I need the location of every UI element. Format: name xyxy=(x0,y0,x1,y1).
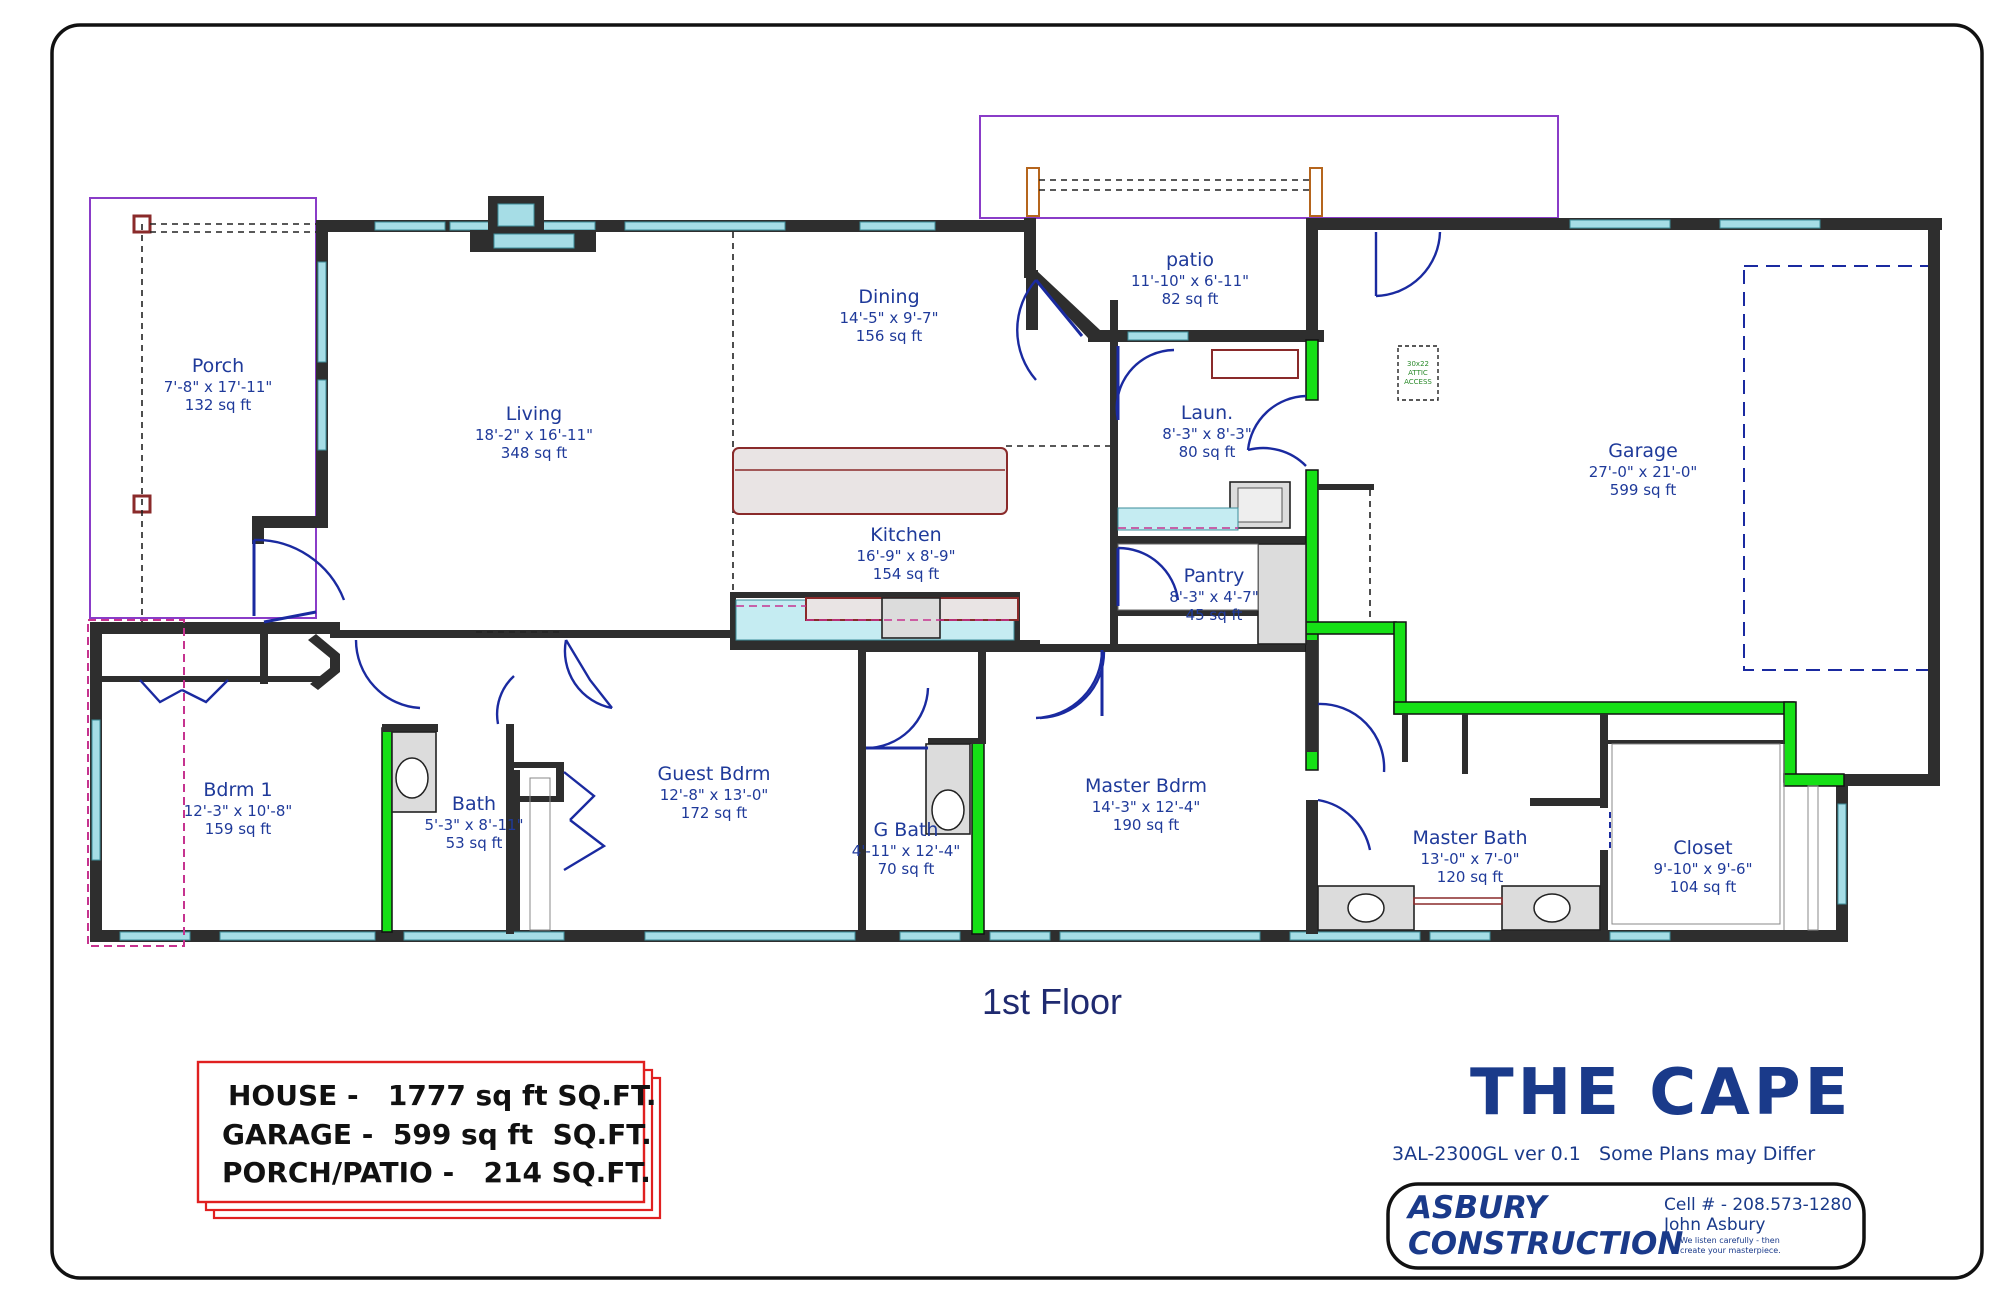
svg-text:156 sq ft: 156 sq ft xyxy=(856,327,923,345)
plan-title: THE CAPE xyxy=(1470,1056,1852,1130)
svg-text:190 sq ft: 190 sq ft xyxy=(1113,816,1180,834)
svg-text:5'-3" x 8'-11": 5'-3" x 8'-11" xyxy=(424,816,523,834)
attic-label-1: 30x22 xyxy=(1407,360,1429,368)
title-block: THE CAPE 3AL-2300GL ver 0.1 Some Plans m… xyxy=(1386,1056,1866,1270)
room-garage: Garage 27'-0" x 21'-0" 599 sq ft xyxy=(1589,440,1698,499)
svg-text:132 sq ft: 132 sq ft xyxy=(185,396,252,414)
svg-text:G Bath: G Bath xyxy=(874,819,939,841)
svg-text:Bdrm 1: Bdrm 1 xyxy=(203,779,272,801)
sqft-porch-patio: PORCH/PATIO - 214 SQ.FT. xyxy=(222,1156,651,1189)
svg-text:104 sq ft: 104 sq ft xyxy=(1670,878,1737,896)
company-contact-name: John Asbury xyxy=(1663,1215,1765,1235)
room-living: Living 18'-2" x 16'-11" 348 sq ft xyxy=(475,403,593,462)
svg-text:14'-3" x 12'-4": 14'-3" x 12'-4" xyxy=(1092,798,1201,816)
attic-access: 30x22 ATTIC ACCESS xyxy=(1397,345,1439,401)
svg-text:8'-3" x 4'-7": 8'-3" x 4'-7" xyxy=(1169,588,1258,606)
svg-text:Porch: Porch xyxy=(192,355,244,377)
room-pantry: Pantry 8'-3" x 4'-7" 45 sq ft xyxy=(1169,565,1258,624)
svg-text:159 sq ft: 159 sq ft xyxy=(205,820,272,838)
svg-text:Pantry: Pantry xyxy=(1184,565,1245,587)
company-name-line1: ASBURY xyxy=(1405,1190,1550,1226)
svg-text:80 sq ft: 80 sq ft xyxy=(1179,443,1236,461)
porch-posts xyxy=(132,214,316,622)
exterior-walls xyxy=(90,196,1942,942)
closet-rods xyxy=(529,743,1819,931)
room-master-bath: Master Bath 13'-0" x 7'-0" 120 sq ft xyxy=(1412,827,1527,886)
attic-label-3: ACCESS xyxy=(1404,378,1432,386)
svg-text:120 sq ft: 120 sq ft xyxy=(1437,868,1504,886)
plan-subtitle: 3AL-2300GL ver 0.1 Some Plans may Differ xyxy=(1392,1143,1815,1165)
svg-text:8'-3" x 8'-3": 8'-3" x 8'-3" xyxy=(1162,425,1251,443)
svg-text:Garage: Garage xyxy=(1608,440,1678,462)
kitchen-cabinets xyxy=(730,447,1020,648)
room-laundry: Laun. 8'-3" x 8'-3" 80 sq ft xyxy=(1162,402,1251,461)
svg-text:82 sq ft: 82 sq ft xyxy=(1162,290,1219,308)
svg-text:12'-3" x 10'-8": 12'-3" x 10'-8" xyxy=(184,802,293,820)
svg-text:Guest Bdrm: Guest Bdrm xyxy=(658,763,771,785)
doors xyxy=(139,231,1442,872)
bath-fixtures xyxy=(391,731,1611,931)
laundry-appliances xyxy=(1117,349,1307,645)
room-porch: Porch 7'-8" x 17'-11" 132 sq ft xyxy=(164,355,273,414)
svg-text:Laun.: Laun. xyxy=(1181,402,1233,424)
svg-text:Living: Living xyxy=(506,403,563,425)
svg-text:599 sq ft: 599 sq ft xyxy=(1610,481,1677,499)
room-labels: Porch 7'-8" x 17'-11" 132 sq ft Living 1… xyxy=(164,249,1753,896)
room-closet: Closet 9'-10" x 9'-6" 104 sq ft xyxy=(1653,837,1752,896)
room-guest-bdrm: Guest Bdrm 12'-8" x 13'-0" 172 sq ft xyxy=(658,763,771,822)
room-patio: patio 11'-10" x 6'-11" 82 sq ft xyxy=(1131,249,1249,308)
room-bath: Bath 5'-3" x 8'-11" 53 sq ft xyxy=(424,793,523,852)
svg-text:53 sq ft: 53 sq ft xyxy=(446,834,503,852)
svg-text:27'-0" x 21'-0": 27'-0" x 21'-0" xyxy=(1589,463,1698,481)
company-badge xyxy=(1386,1182,1866,1270)
room-dining: Dining 14'-5" x 9'-7" 156 sq ft xyxy=(839,286,938,345)
bdrm1-outline xyxy=(87,619,185,947)
room-kitchen: Kitchen 16'-9" x 8'-9" 154 sq ft xyxy=(856,524,955,583)
svg-text:Closet: Closet xyxy=(1673,837,1732,859)
sqft-house: HOUSE - 1777 sq ft SQ.FT. xyxy=(228,1079,657,1112)
company-tagline-1: We listen carefully - then xyxy=(1680,1236,1780,1245)
room-master-bdrm: Master Bdrm 14'-3" x 12'-4" 190 sq ft xyxy=(1085,775,1207,834)
patio-canopy-outline xyxy=(979,115,1559,219)
svg-text:172 sq ft: 172 sq ft xyxy=(681,804,748,822)
svg-text:4'-11" x 12'-4": 4'-11" x 12'-4" xyxy=(852,842,961,860)
svg-text:11'-10" x 6'-11": 11'-10" x 6'-11" xyxy=(1131,272,1249,290)
floor-label: 1st Floor xyxy=(982,981,1122,1022)
room-bdrm1: Bdrm 1 12'-3" x 10'-8" 159 sq ft xyxy=(184,779,293,838)
svg-text:18'-2" x 16'-11": 18'-2" x 16'-11" xyxy=(475,426,593,444)
attic-label-2: ATTIC xyxy=(1408,369,1428,377)
svg-text:Master Bath: Master Bath xyxy=(1412,827,1527,849)
garage-parking-outline xyxy=(1743,265,1933,671)
plan-drawing: 30x22 ATTIC ACCESS xyxy=(87,115,1942,1022)
svg-text:12'-8" x 13'-0": 12'-8" x 13'-0" xyxy=(660,786,769,804)
company-tagline-2: create your masterpiece. xyxy=(1680,1246,1781,1255)
open-plan-separators xyxy=(476,232,1371,633)
svg-text:154 sq ft: 154 sq ft xyxy=(873,565,940,583)
sqft-garage: GARAGE - 599 sq ft SQ.FT. xyxy=(222,1118,652,1151)
room-g-bath: G Bath 4'-11" x 12'-4" 70 sq ft xyxy=(852,819,961,878)
svg-text:14'-5" x 9'-7": 14'-5" x 9'-7" xyxy=(839,309,938,327)
svg-text:9'-10" x 9'-6": 9'-10" x 9'-6" xyxy=(1653,860,1752,878)
svg-text:70 sq ft: 70 sq ft xyxy=(878,860,935,878)
svg-text:7'-8" x 17'-11": 7'-8" x 17'-11" xyxy=(164,378,273,396)
svg-text:Master Bdrm: Master Bdrm xyxy=(1085,775,1207,797)
svg-text:patio: patio xyxy=(1166,249,1214,271)
svg-text:Dining: Dining xyxy=(858,286,919,308)
svg-text:45 sq ft: 45 sq ft xyxy=(1186,606,1243,624)
svg-text:348 sq ft: 348 sq ft xyxy=(501,444,568,462)
patio-posts xyxy=(1026,167,1323,217)
svg-text:16'-9" x 8'-9": 16'-9" x 8'-9" xyxy=(856,547,955,565)
svg-text:Bath: Bath xyxy=(452,793,496,815)
sqft-summary-card: HOUSE - 1777 sq ft SQ.FT. GARAGE - 599 s… xyxy=(196,1060,662,1220)
svg-text:Kitchen: Kitchen xyxy=(870,524,941,546)
svg-text:13'-0" x 7'-0": 13'-0" x 7'-0" xyxy=(1420,850,1519,868)
company-cell: Cell # - 208.573-1280 xyxy=(1664,1195,1852,1215)
company-name-line2: CONSTRUCTION xyxy=(1408,1226,1683,1262)
